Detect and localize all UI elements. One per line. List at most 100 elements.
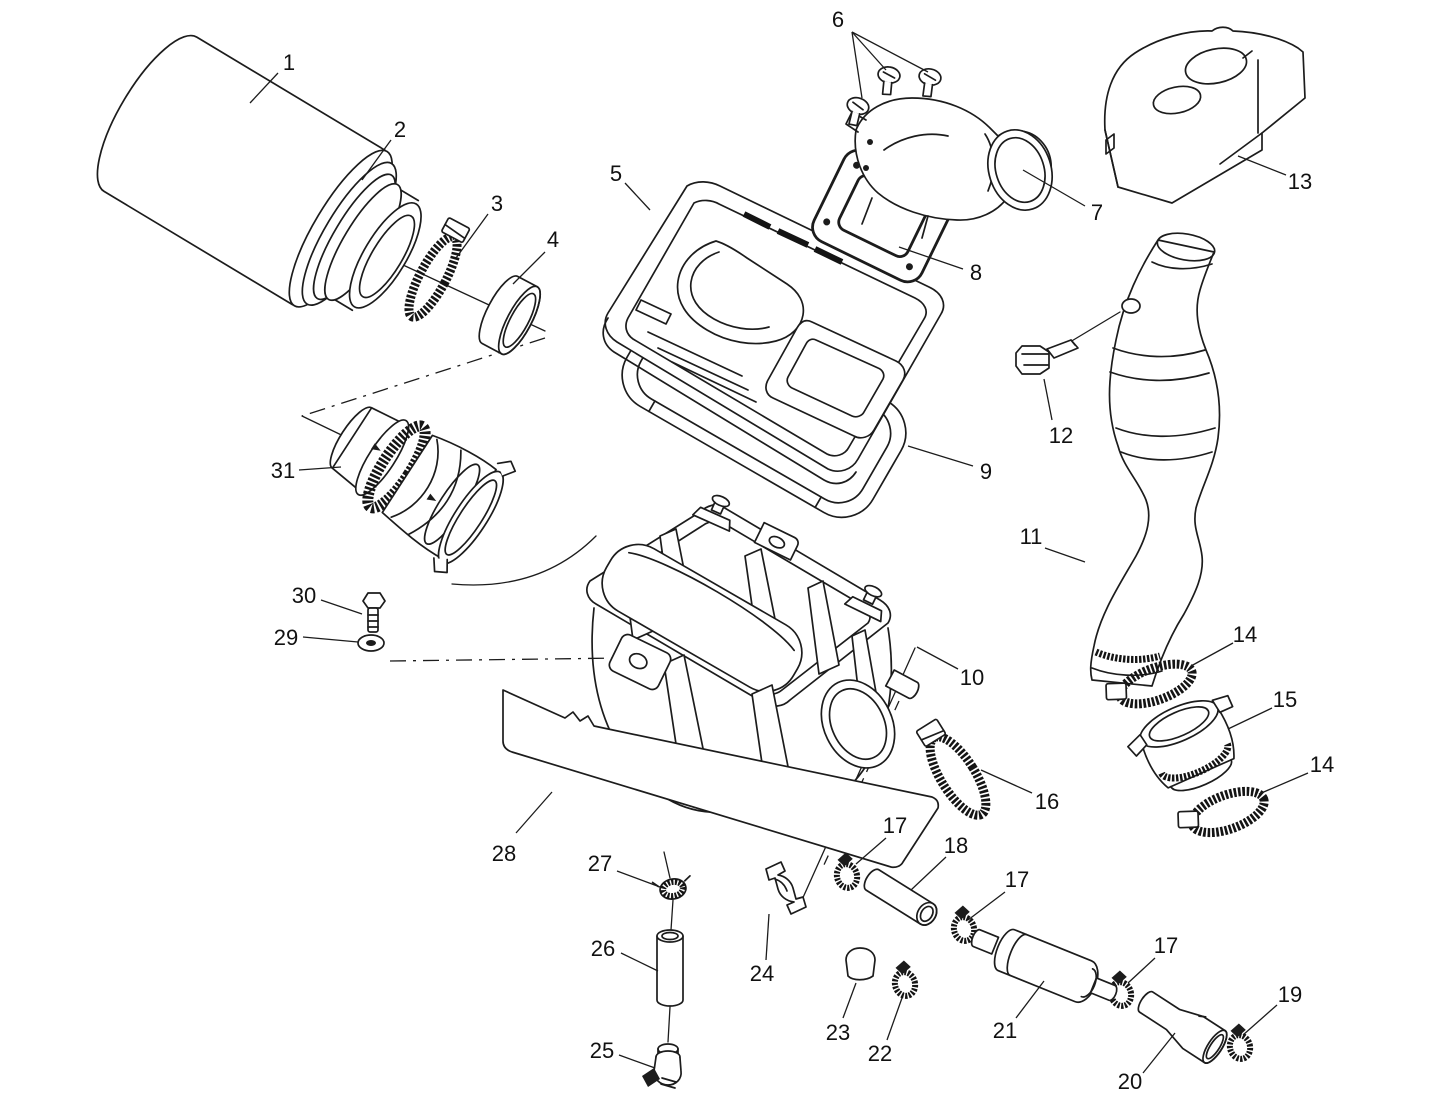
callout-label-clamp-drain: 27 bbox=[588, 851, 612, 876]
callout-label-intake-hose: 11 bbox=[1020, 524, 1043, 549]
leader-line-cover-seal bbox=[907, 445, 974, 467]
leader-line-clamp-small-c bbox=[1127, 957, 1156, 984]
leader-line-valve-fitting bbox=[1015, 980, 1045, 1019]
callout-label-screws: 6 bbox=[832, 7, 844, 32]
part-fitting-21 bbox=[970, 928, 1118, 1004]
part-clamp-3 bbox=[404, 217, 471, 322]
leader-line-carb-boot bbox=[298, 466, 342, 471]
leader-line-screws bbox=[851, 31, 887, 71]
callout-label-intake-cover: 13 bbox=[1288, 169, 1312, 194]
callout-label-drain-valve: 25 bbox=[590, 1038, 614, 1063]
callout-label-clamp-filter: 3 bbox=[491, 191, 503, 216]
part-drain-line bbox=[663, 851, 674, 1043]
part-screws-6 bbox=[846, 66, 942, 127]
part-hose-20 bbox=[1137, 990, 1228, 1064]
part-boot-15 bbox=[1127, 694, 1235, 792]
part-washer-29 bbox=[357, 634, 385, 652]
leader-line-airbox-cover bbox=[624, 182, 651, 211]
callout-label-cap: 23 bbox=[826, 1020, 850, 1045]
callout-label-hose-taper: 20 bbox=[1118, 1069, 1142, 1094]
leader-line-clamp-drain bbox=[616, 870, 661, 888]
callout-label-airbox-body: 10 bbox=[960, 665, 984, 690]
leader-line-bracket-clip bbox=[765, 913, 770, 961]
callout-label-valve-fitting: 21 bbox=[993, 1018, 1017, 1043]
callout-label-clip-fitting: 12 bbox=[1049, 423, 1073, 448]
part-hose-18 bbox=[863, 868, 938, 926]
callout-label-boot-adapter: 15 bbox=[1273, 687, 1297, 712]
callout-layer: 1234567891011121314151416171817171920212… bbox=[249, 7, 1334, 1094]
callout-label-intake-duct: 7 bbox=[1091, 200, 1103, 225]
callout-label-filter-outer: 1 bbox=[283, 50, 295, 75]
part-intake-hose-11 bbox=[1089, 232, 1221, 687]
leader-line-hose-short bbox=[910, 856, 947, 891]
leader-line-screws bbox=[851, 31, 863, 99]
leader-line-clamp-small-e bbox=[886, 997, 903, 1041]
leader-line-boot-adapter bbox=[1227, 707, 1273, 730]
leader-line-washer bbox=[302, 636, 359, 643]
leader-line-drain-valve bbox=[618, 1054, 656, 1069]
leader-line-clip-fitting bbox=[1043, 378, 1053, 421]
leader-line-drain-tube bbox=[620, 952, 659, 972]
part-drain-valve-25 bbox=[642, 1043, 682, 1089]
part-clamp-17a bbox=[833, 852, 861, 891]
leader-line-clamp-lower bbox=[1258, 772, 1309, 795]
leader-line-airbox-body bbox=[916, 646, 959, 670]
callout-label-filter-element: 2 bbox=[394, 117, 406, 142]
leader-line-clamp-small-d bbox=[1242, 1004, 1278, 1036]
callout-label-ring-spacer: 4 bbox=[547, 227, 559, 252]
part-clamp-22 bbox=[891, 960, 919, 999]
callout-label-cover-seal: 9 bbox=[980, 459, 992, 484]
part-clamp-16 bbox=[915, 718, 991, 820]
leader-line-clamp-upper bbox=[1190, 642, 1234, 667]
callout-label-drain-tube: 26 bbox=[591, 936, 615, 961]
callout-label-foam-seal: 28 bbox=[492, 841, 516, 866]
leader-line-foam-seal bbox=[515, 791, 553, 834]
callout-label-clamp-upper: 14 bbox=[1233, 622, 1257, 647]
part-clip-12 bbox=[1015, 339, 1079, 375]
part-carb-boot-31 bbox=[329, 406, 517, 574]
part-clamp-14-upper bbox=[1105, 659, 1197, 709]
leader-line-duct-plate bbox=[898, 246, 964, 270]
leader-line-intake-hose bbox=[1044, 547, 1086, 563]
part-drain-tube-26 bbox=[656, 929, 684, 1007]
callout-label-clamp-small-c: 17 bbox=[1154, 933, 1178, 958]
callout-label-hose-short: 18 bbox=[944, 833, 968, 858]
part-airbox-body-10 bbox=[586, 494, 920, 813]
leader-line-clamp-small-a bbox=[855, 837, 887, 865]
callout-label-duct-plate: 8 bbox=[970, 260, 982, 285]
part-bolt-30 bbox=[362, 592, 386, 633]
part-cap-23 bbox=[845, 947, 876, 981]
leader-line-clamp-filter bbox=[455, 213, 489, 259]
part-clamp-17b bbox=[950, 905, 978, 944]
leader-line-intake-duct bbox=[1022, 169, 1086, 207]
part-intake-duct-7 bbox=[845, 97, 1053, 239]
leader-line-ring-spacer bbox=[512, 251, 546, 285]
callout-label-clamp-outlet: 16 bbox=[1035, 789, 1059, 814]
leader-line-clamp-small-b bbox=[967, 891, 1006, 921]
leader-line-intake-cover bbox=[1237, 155, 1287, 176]
leader-line-filter-outer bbox=[249, 72, 279, 104]
leader-line-bolt bbox=[320, 599, 363, 615]
leader-line-screws bbox=[851, 31, 929, 73]
callout-label-carb-boot: 31 bbox=[271, 458, 295, 483]
callout-label-bolt: 30 bbox=[292, 583, 316, 608]
part-air-filter bbox=[96, 34, 422, 312]
part-intake-cover-13 bbox=[1103, 26, 1306, 204]
callout-label-bracket-clip: 24 bbox=[750, 961, 774, 986]
leader-line-cap bbox=[842, 982, 857, 1019]
part-bracket-24 bbox=[765, 861, 807, 915]
callout-label-airbox-cover: 5 bbox=[610, 161, 622, 186]
part-clamp-19 bbox=[1226, 1023, 1254, 1062]
part-clamp-14-lower bbox=[1177, 786, 1269, 838]
callout-label-clamp-small-b: 17 bbox=[1005, 867, 1029, 892]
part-clamp-27 bbox=[651, 875, 691, 900]
leader-line-hose-taper bbox=[1142, 1032, 1176, 1074]
leader-line-clamp-outlet bbox=[980, 769, 1033, 794]
part-foam-seal-28 bbox=[502, 689, 940, 869]
part-ring-4 bbox=[478, 275, 542, 356]
callout-label-washer: 29 bbox=[274, 625, 298, 650]
callout-label-clamp-small-e: 22 bbox=[868, 1041, 892, 1066]
callout-label-clamp-small-d: 19 bbox=[1278, 982, 1302, 1007]
